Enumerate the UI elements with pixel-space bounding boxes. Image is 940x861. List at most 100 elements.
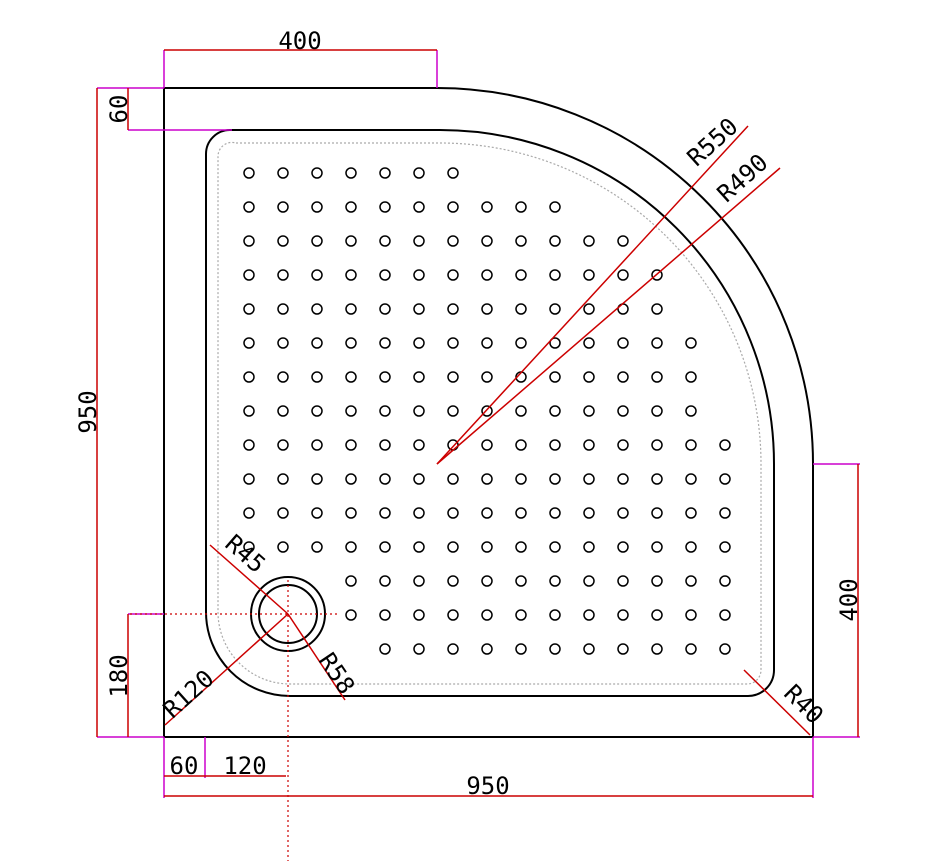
anti-slip-dot — [617, 609, 629, 621]
anti-slip-dot — [481, 235, 493, 247]
anti-slip-dot — [651, 541, 663, 553]
anti-slip-dot — [719, 507, 731, 519]
anti-slip-dot — [515, 609, 527, 621]
anti-slip-dot — [379, 201, 391, 213]
anti-slip-dot — [685, 541, 697, 553]
anti-slip-dot — [413, 473, 425, 485]
anti-slip-dot — [413, 303, 425, 315]
anti-slip-dot — [413, 337, 425, 349]
radius-corner-inner-label: R120 — [158, 664, 220, 723]
anti-slip-dot — [617, 575, 629, 587]
anti-slip-dot — [583, 439, 595, 451]
anti-slip-dot — [651, 643, 663, 655]
anti-slip-dot — [481, 201, 493, 213]
anti-slip-dot — [447, 439, 459, 451]
anti-slip-dot — [379, 643, 391, 655]
anti-slip-dot — [379, 371, 391, 383]
anti-slip-dot — [617, 473, 629, 485]
anti-slip-dot — [413, 507, 425, 519]
anti-slip-dot — [583, 507, 595, 519]
anti-slip-dot — [481, 269, 493, 281]
anti-slip-dot — [583, 473, 595, 485]
anti-slip-dot — [549, 541, 561, 553]
anti-slip-dot — [617, 337, 629, 349]
anti-slip-dot — [345, 439, 357, 451]
anti-slip-dot — [685, 507, 697, 519]
anti-slip-dot — [379, 337, 391, 349]
anti-slip-dot — [447, 269, 459, 281]
anti-slip-dot — [481, 575, 493, 587]
anti-slip-dot — [379, 269, 391, 281]
anti-slip-dot — [447, 609, 459, 621]
anti-slip-dot — [651, 507, 663, 519]
anti-slip-dot — [447, 337, 459, 349]
anti-slip-dot — [685, 405, 697, 417]
anti-slip-dot — [243, 303, 255, 315]
anti-slip-dot — [413, 167, 425, 179]
anti-slip-dot — [549, 473, 561, 485]
anti-slip-dot — [651, 269, 663, 281]
anti-slip-dot — [651, 575, 663, 587]
anti-slip-dot — [651, 371, 663, 383]
anti-slip-dot — [481, 473, 493, 485]
anti-slip-dot — [243, 371, 255, 383]
anti-slip-dot — [311, 303, 323, 315]
anti-slip-dot — [515, 269, 527, 281]
anti-slip-dot — [379, 303, 391, 315]
anti-slip-dot — [311, 371, 323, 383]
dimension-lines — [96, 49, 859, 797]
anti-slip-dot — [277, 269, 289, 281]
radius-drain-inner-label: R45 — [220, 529, 271, 579]
tray-dotted-edge — [217, 141, 762, 685]
anti-slip-dot — [243, 405, 255, 417]
radius-drain-outer-label: R58 — [313, 648, 360, 700]
anti-slip-dot — [719, 643, 731, 655]
anti-slip-dot — [413, 269, 425, 281]
anti-slip-dot — [243, 473, 255, 485]
anti-slip-dot — [549, 609, 561, 621]
anti-slip-dot — [515, 303, 527, 315]
anti-slip-dot — [311, 541, 323, 553]
anti-slip-dot — [651, 405, 663, 417]
radius-corner-outer-label: R40 — [778, 679, 828, 729]
anti-slip-dot — [515, 201, 527, 213]
anti-slip-dot — [447, 201, 459, 213]
anti-slip-dot — [311, 167, 323, 179]
anti-slip-dot — [549, 269, 561, 281]
anti-slip-dot — [617, 371, 629, 383]
anti-slip-dot — [549, 405, 561, 417]
anti-slip-dot — [481, 541, 493, 553]
anti-slip-dot — [277, 439, 289, 451]
anti-slip-dot — [685, 575, 697, 587]
anti-slip-dot — [277, 167, 289, 179]
anti-slip-dot — [345, 235, 357, 247]
anti-slip-dot — [311, 507, 323, 519]
anti-slip-dot — [515, 643, 527, 655]
anti-slip-dot — [651, 303, 663, 315]
anti-slip-dot — [277, 337, 289, 349]
anti-slip-dot — [243, 507, 255, 519]
anti-slip-dot — [379, 507, 391, 519]
anti-slip-dot — [685, 371, 697, 383]
anti-slip-dot — [549, 337, 561, 349]
dim-bottom-width: 950 — [466, 772, 509, 800]
anti-slip-dot — [617, 235, 629, 247]
anti-slip-dot — [583, 371, 595, 383]
anti-slip-dot — [345, 201, 357, 213]
anti-slip-dot — [243, 541, 255, 553]
anti-slip-dot — [413, 541, 425, 553]
anti-slip-dot — [345, 405, 357, 417]
anti-slip-dot — [345, 541, 357, 553]
anti-slip-dot — [243, 337, 255, 349]
anti-slip-dot — [549, 643, 561, 655]
anti-slip-dot — [413, 235, 425, 247]
anti-slip-dot — [515, 235, 527, 247]
anti-slip-dot — [379, 473, 391, 485]
anti-slip-dot — [549, 235, 561, 247]
anti-slip-dot — [379, 439, 391, 451]
anti-slip-dot — [345, 167, 357, 179]
anti-slip-dot — [345, 337, 357, 349]
anti-slip-dot — [379, 405, 391, 417]
anti-slip-dot — [447, 541, 459, 553]
